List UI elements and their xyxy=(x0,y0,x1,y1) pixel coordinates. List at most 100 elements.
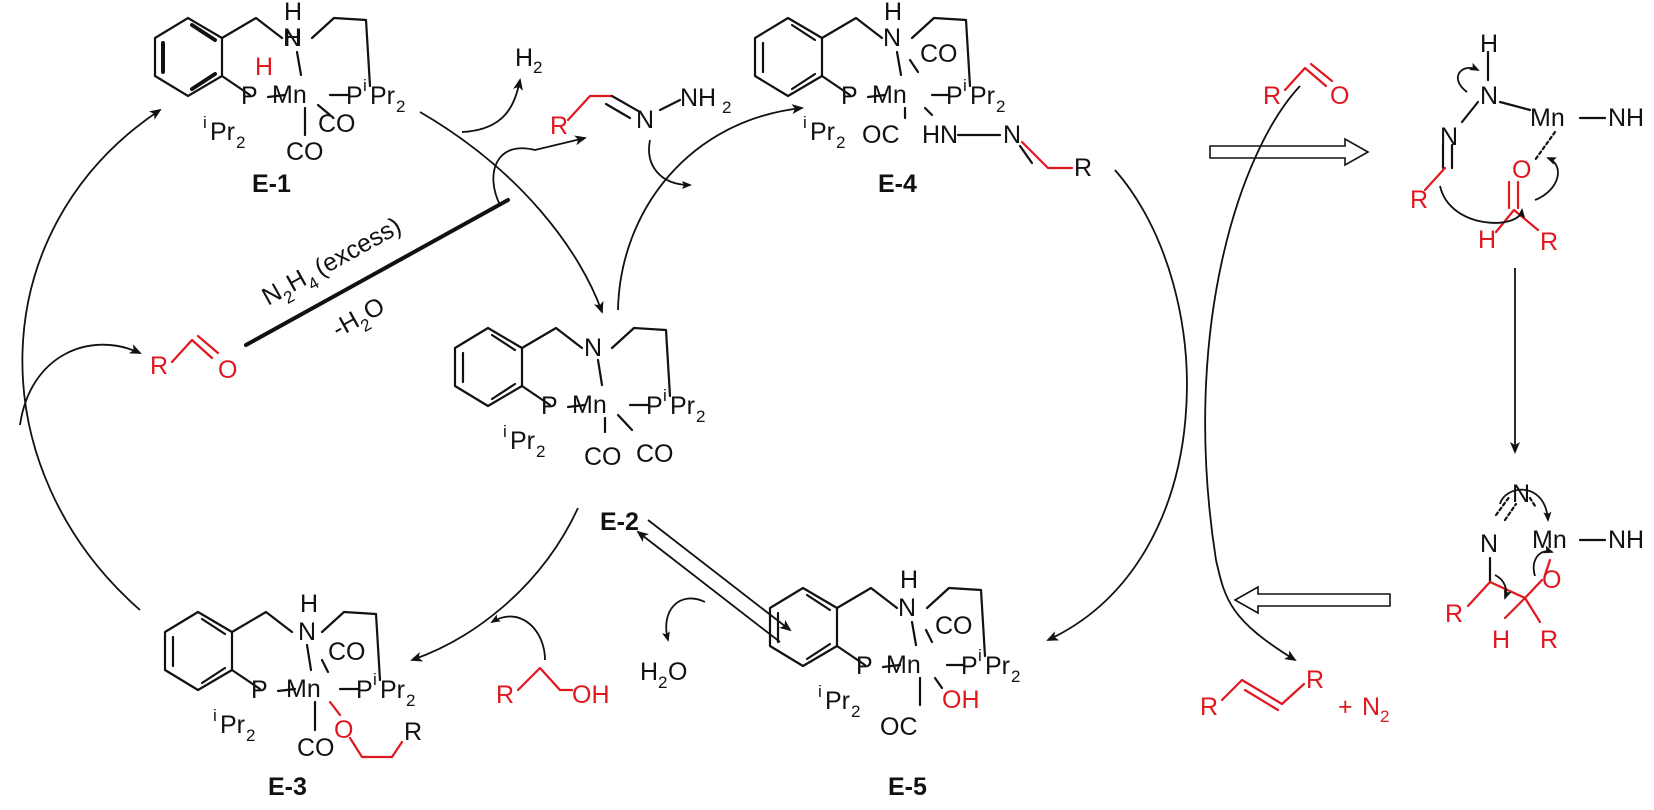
arrow-e2-to-e4 xyxy=(617,104,804,311)
e1-hydride: H xyxy=(255,53,273,81)
svg-text:O: O xyxy=(1330,82,1349,110)
e1-mn: Mn xyxy=(272,81,307,109)
e3-alkoxide-o: O xyxy=(334,716,353,744)
svg-text:R: R xyxy=(1200,693,1218,721)
e4-n: N xyxy=(883,24,901,52)
svg-text:2: 2 xyxy=(1380,707,1389,726)
svg-text:R: R xyxy=(1540,626,1558,654)
svg-text:R: R xyxy=(1263,82,1281,110)
arrow-alkene-release xyxy=(1204,85,1301,662)
arrow-h2-out xyxy=(461,78,523,133)
e3-alkoxide-r: R xyxy=(404,718,422,746)
e4-sub2-right: 2 xyxy=(996,97,1005,116)
label-e2: E-2 xyxy=(600,508,639,536)
e5-pr-left: Pr xyxy=(825,687,850,715)
svg-text:R: R xyxy=(1445,600,1463,628)
e4-co-top: CO xyxy=(920,40,958,68)
e4-r: R xyxy=(1074,154,1092,182)
e4-p-left: P xyxy=(841,82,858,110)
e2-n: N xyxy=(584,334,602,362)
complex-e5: H N CO Mn P P i Pr 2 i Pr 2 OH OC E-5 xyxy=(768,566,1020,801)
e5-nh-h: H xyxy=(900,566,918,594)
svg-text:O: O xyxy=(1512,156,1531,184)
svg-text:H: H xyxy=(640,658,658,686)
e2-sub2-left: 2 xyxy=(536,442,545,461)
e1-sub2-right: 2 xyxy=(396,97,405,116)
e2-ipr-i-right: i xyxy=(663,386,667,405)
e5-oc: OC xyxy=(880,713,918,741)
e3-co-top: CO xyxy=(328,638,366,666)
complex-e4: H N CO Mn P P i Pr 2 i Pr 2 OC HN N R E-… xyxy=(753,0,1092,198)
svg-text:-H: -H xyxy=(327,306,364,343)
svg-text:2: 2 xyxy=(658,673,667,692)
e5-hydroxide: OH xyxy=(942,686,980,714)
e2-sub2-right: 2 xyxy=(696,407,705,426)
svg-text:N: N xyxy=(1362,693,1380,721)
arrow-e1-to-e2 xyxy=(419,111,604,314)
complex-e1: H H N H Mn P P i Pr 2 i Pr 2 CO CO E-1 xyxy=(153,0,405,198)
hydrazone-r: R xyxy=(550,112,568,140)
e5-sub2-right: 2 xyxy=(1011,667,1020,686)
svg-text:H: H xyxy=(1478,226,1496,254)
svg-text:R: R xyxy=(1306,666,1324,694)
svg-text:R: R xyxy=(1410,186,1428,214)
svg-text:R: R xyxy=(1540,228,1558,256)
e4-p-right: P xyxy=(946,82,963,110)
e3-pr-left: Pr xyxy=(220,711,245,739)
e2-p-right: P xyxy=(646,392,663,420)
svg-text:H: H xyxy=(1480,30,1498,58)
e1-p-left: P xyxy=(241,82,258,110)
e5-sub2-left: 2 xyxy=(851,702,860,721)
e3-pr-right: Pr xyxy=(380,676,405,704)
e1-co-bottom: CO xyxy=(286,138,324,166)
e1-pr-right: Pr xyxy=(370,82,395,110)
e4-oc: OC xyxy=(862,121,900,149)
e1-nh-h: H xyxy=(284,0,302,26)
e4-mn: Mn xyxy=(872,81,907,109)
open-arrow-right xyxy=(1209,137,1370,167)
svg-text:+: + xyxy=(1338,693,1353,721)
svg-text:Mn: Mn xyxy=(1532,526,1567,554)
e4-ipr-i-left: i xyxy=(803,113,807,132)
svg-text:Mn: Mn xyxy=(1530,104,1565,132)
label-e3: E-3 xyxy=(268,773,307,801)
svg-text:N: N xyxy=(1480,530,1498,558)
e3-mn: Mn xyxy=(286,675,321,703)
arrow-e5-to-e2 xyxy=(636,530,781,643)
arrow-water-out xyxy=(662,597,706,642)
e1-p-right: P xyxy=(346,82,363,110)
arrow-aldehyde-in-left xyxy=(19,343,142,426)
arrow-e2-to-e3 xyxy=(410,507,579,662)
svg-text:O: O xyxy=(1542,566,1561,594)
e4-pr-left: Pr xyxy=(810,118,835,146)
arrow-alcohol-out xyxy=(490,614,546,661)
e5-ipr-i-right: i xyxy=(978,646,982,665)
svg-text:H: H xyxy=(515,44,533,72)
e4-nh-h: H xyxy=(884,0,902,26)
e3-p-right: P xyxy=(356,676,373,704)
hydrazine-condition: N 2 H 4 (excess) -H 2 O xyxy=(244,198,510,347)
e5-p-left: P xyxy=(856,652,873,680)
e2-mn: Mn xyxy=(572,391,607,419)
e5-co-top: CO xyxy=(935,612,973,640)
svg-text:O: O xyxy=(218,356,237,384)
e3-p-left: P xyxy=(251,676,268,704)
e1-n-label: N xyxy=(283,24,301,52)
e1-pr-left: Pr xyxy=(210,118,235,146)
e1-ipr-i-right: i xyxy=(363,76,367,95)
svg-text:OH: OH xyxy=(572,681,610,709)
aldehyde-right: R O xyxy=(1263,62,1349,110)
label-e5: E-5 xyxy=(888,773,927,801)
open-arrow-left xyxy=(1233,585,1391,615)
hydrazone-nh: NH xyxy=(680,84,716,112)
svg-text:NH: NH xyxy=(1608,104,1644,132)
e2-co-1: CO xyxy=(584,443,622,471)
hydrazone-sub2: 2 xyxy=(722,98,731,117)
svg-text:2: 2 xyxy=(533,58,542,77)
label-e4: E-4 xyxy=(878,170,917,198)
e4-hn: HN xyxy=(922,121,958,149)
alkene-product: R R + N 2 xyxy=(1200,666,1389,726)
e3-co-bottom: CO xyxy=(297,734,335,762)
svg-text:N: N xyxy=(1480,82,1498,110)
